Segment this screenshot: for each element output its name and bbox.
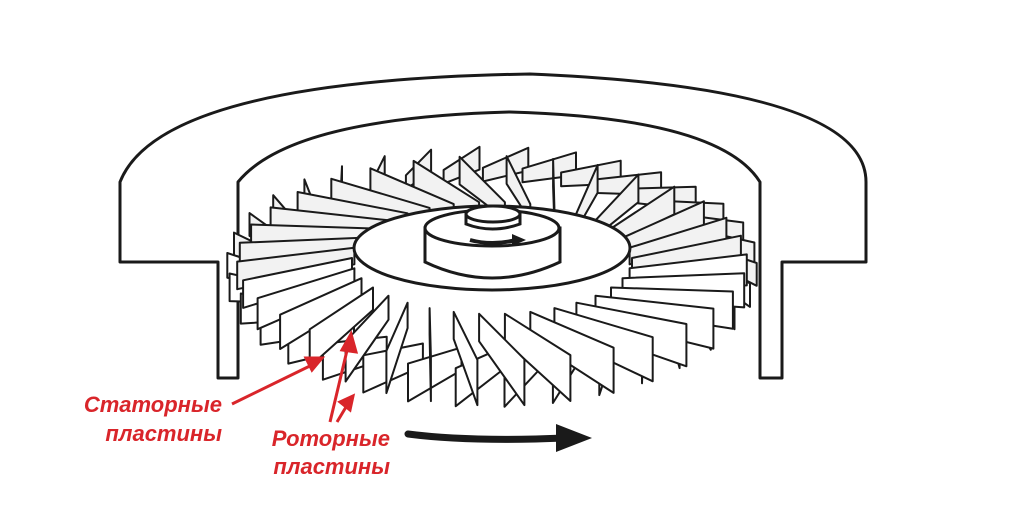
annotation-pointers (231, 330, 359, 423)
rotor-blade-10 (452, 310, 479, 407)
stator-pointer-line (231, 360, 319, 406)
stator-label-line1: Статорные (84, 392, 222, 417)
rotor-pointer-head-2 (337, 393, 356, 413)
rotor-pointer-line-1 (328, 341, 351, 423)
rotor-blade-ring (236, 155, 748, 407)
rotation-direction-arrow (404, 424, 592, 452)
stator-pointer-head (303, 356, 326, 373)
rotor-hub (352, 204, 632, 292)
hub-rotation-arrowhead (512, 234, 526, 246)
rotor-blade-15 (279, 277, 363, 350)
rotor-pointer-head-1 (339, 330, 359, 354)
rotor-blade-8 (503, 312, 572, 402)
stator-blade-25 (481, 146, 530, 183)
rotor-label-line1: Роторные (272, 426, 390, 451)
shaft-top (464, 204, 522, 224)
rotor-blade-9 (478, 312, 526, 407)
housing-outer-dome (118, 72, 868, 380)
stator-label-line2: пластины (105, 421, 222, 446)
turbine-housing (118, 72, 868, 380)
annotation-labels: Статорные пластины Роторные пластины (84, 392, 390, 479)
rotor-blade-11 (428, 307, 432, 403)
rotor-blade-12 (385, 301, 409, 395)
rotation-arrow-head (556, 424, 592, 452)
rotation-arrow-shaft (404, 430, 569, 443)
rotor-label-line2: пластины (273, 454, 390, 479)
rotor-blade-13 (344, 294, 390, 383)
